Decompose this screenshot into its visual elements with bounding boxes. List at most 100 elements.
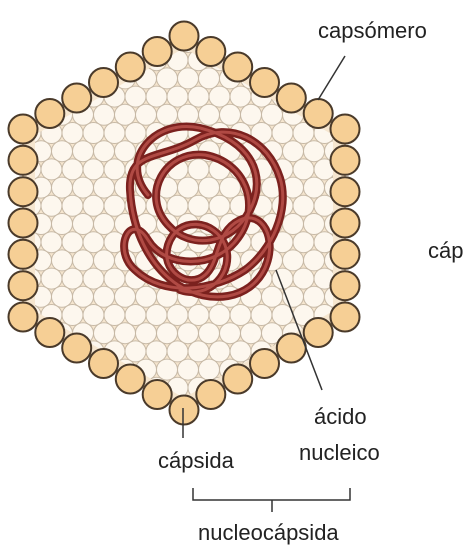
capsomere [331, 115, 360, 144]
inner-capsomere [188, 195, 209, 216]
inner-capsomere [178, 68, 199, 89]
capsomere [9, 271, 38, 300]
inner-capsomere [104, 268, 125, 289]
inner-capsomere [94, 177, 115, 198]
inner-capsomere [73, 214, 94, 235]
capsomere [9, 115, 38, 144]
capsomere [9, 209, 38, 238]
inner-capsomere [283, 396, 304, 417]
inner-capsomere [314, 50, 335, 71]
inner-capsomere [367, 214, 388, 235]
inner-capsomere [83, 414, 104, 435]
inner-capsomere [157, 104, 178, 125]
inner-capsomere [325, 359, 346, 380]
inner-capsomere [41, 377, 62, 398]
inner-capsomere [146, 305, 167, 326]
inner-capsomere [125, 305, 146, 326]
inner-capsomere [262, 286, 283, 307]
inner-capsomere [115, 396, 136, 417]
inner-capsomere [104, 414, 125, 435]
inner-capsomere [52, 359, 73, 380]
inner-capsomere [272, 414, 293, 435]
inner-capsomere [209, 414, 230, 435]
capsomere [277, 84, 306, 113]
inner-capsomere [83, 268, 104, 289]
inner-capsomere [304, 286, 325, 307]
inner-capsomere [125, 86, 146, 107]
inner-capsomere [41, 159, 62, 180]
inner-capsomere [94, 141, 115, 162]
inner-capsomere [241, 323, 262, 344]
inner-capsomere [377, 305, 398, 326]
inner-capsomere [157, 323, 178, 344]
inner-capsomere [230, 86, 251, 107]
inner-capsomere [62, 377, 83, 398]
inner-capsomere [62, 50, 83, 71]
inner-capsomere [146, 86, 167, 107]
inner-capsomere [346, 68, 367, 89]
inner-capsomere [220, 177, 241, 198]
capsomero-label: capsómero [318, 18, 427, 43]
capsomere [170, 22, 199, 51]
inner-capsomere [73, 177, 94, 198]
inner-capsomere [115, 286, 136, 307]
inner-capsomere [94, 286, 115, 307]
inner-capsomere [83, 123, 104, 144]
inner-capsomere [10, 396, 31, 417]
inner-capsomere [31, 396, 52, 417]
nucleico-label: nucleico [299, 440, 380, 465]
inner-capsomere [283, 141, 304, 162]
inner-capsomere [209, 86, 230, 107]
inner-capsomere [52, 177, 73, 198]
inner-capsomere [304, 177, 325, 198]
inner-capsomere [31, 32, 52, 53]
inner-capsomere [283, 214, 304, 235]
inner-capsomere [209, 195, 230, 216]
inner-capsomere [157, 359, 178, 380]
capsomere [35, 99, 64, 128]
inner-capsomere [41, 195, 62, 216]
capsida-cut-label: cáp [428, 238, 463, 263]
capsomere [9, 240, 38, 269]
inner-capsomere [52, 214, 73, 235]
capsomere [250, 349, 279, 378]
inner-capsomere [52, 32, 73, 53]
inner-capsomere [230, 414, 251, 435]
capsomero-leader-line [318, 56, 345, 100]
capsomere [331, 271, 360, 300]
inner-capsomere [367, 359, 388, 380]
capsomere [304, 99, 333, 128]
inner-capsomere [356, 377, 377, 398]
inner-capsomere [377, 50, 398, 71]
inner-capsomere [367, 104, 388, 125]
inner-capsomere [241, 396, 262, 417]
capsomere [331, 240, 360, 269]
inner-capsomere [367, 141, 388, 162]
inner-capsomere [188, 86, 209, 107]
inner-capsomere [377, 341, 398, 362]
inner-capsomere [335, 341, 356, 362]
inner-capsomere [20, 414, 41, 435]
capsomere [35, 318, 64, 347]
inner-capsomere [209, 341, 230, 362]
inner-capsomere [188, 305, 209, 326]
inner-capsomere [283, 250, 304, 271]
inner-capsomere [178, 323, 199, 344]
inner-capsomere [52, 141, 73, 162]
inner-capsomere [83, 377, 104, 398]
nucleocapsida-label: nucleocápsida [198, 520, 339, 545]
inner-capsomere [62, 195, 83, 216]
capsomere [62, 334, 91, 363]
inner-capsomere [104, 123, 125, 144]
inner-capsomere [73, 286, 94, 307]
inner-capsomere [73, 141, 94, 162]
inner-capsomere [367, 68, 388, 89]
inner-capsomere [377, 123, 398, 144]
inner-capsomere [115, 323, 136, 344]
inner-capsomere [115, 104, 136, 125]
inner-capsomere [293, 377, 314, 398]
inner-capsomere [220, 323, 241, 344]
capsomere [196, 37, 225, 66]
inner-capsomere [115, 32, 136, 53]
